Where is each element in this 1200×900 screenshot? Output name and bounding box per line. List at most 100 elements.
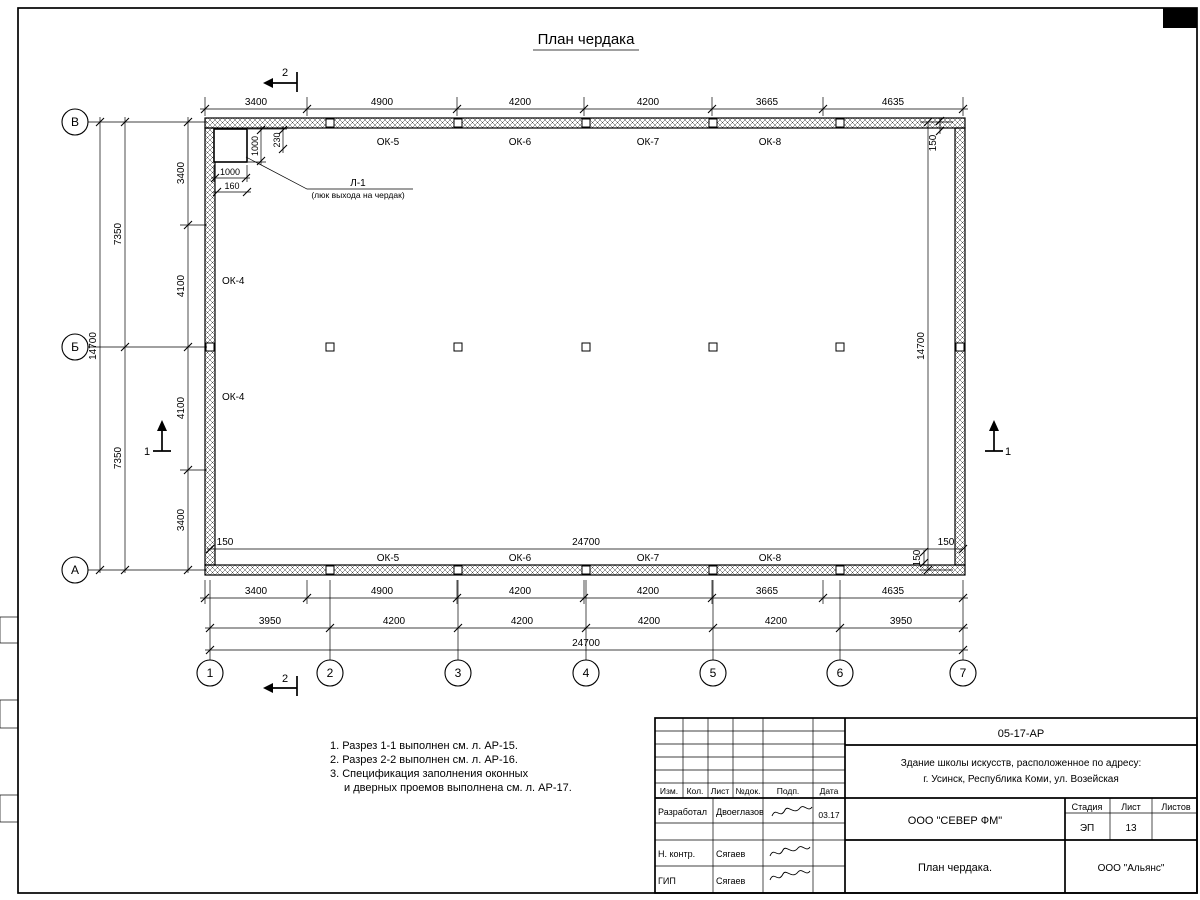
signature bbox=[769, 870, 811, 881]
section-arrow bbox=[263, 683, 273, 693]
binder-mark bbox=[0, 794, 19, 823]
notes: 1. Разрез 1-1 выполнен см. л. АР-15. 2. … bbox=[330, 740, 572, 794]
wall-vents bbox=[205, 118, 965, 575]
axis-label: 5 bbox=[710, 666, 717, 680]
dim-text: 4900 bbox=[371, 97, 394, 108]
tb-stage-label: Стадия bbox=[1072, 802, 1103, 812]
tb-head-list: Лист bbox=[711, 786, 730, 796]
axis-label: 6 bbox=[837, 666, 844, 680]
window-label: ОК-8 bbox=[759, 137, 782, 148]
dim-text: 3665 bbox=[756, 97, 779, 108]
tb-head-podp: Подп. bbox=[777, 786, 800, 796]
dim-text: 14700 bbox=[916, 332, 927, 360]
signature bbox=[769, 846, 811, 857]
roof-hatch-square bbox=[213, 128, 248, 163]
tb-sheet-label: Лист bbox=[1121, 802, 1141, 812]
roof-hatch-ticks bbox=[210, 125, 288, 197]
tb-row-name: Сягаев bbox=[716, 849, 745, 859]
tb-head-izm: Изм. bbox=[660, 786, 678, 796]
window-label: ОК-7 bbox=[637, 137, 660, 148]
window-label: ОК-5 bbox=[377, 553, 400, 564]
tb-sheets-label: Листов bbox=[1161, 802, 1190, 812]
section-label: 2 bbox=[282, 67, 288, 79]
dim-text: 4100 bbox=[176, 396, 187, 419]
note-line: 2. Разрез 2-2 выполнен см. л. АР-16. bbox=[330, 754, 518, 766]
axis-label: 2 bbox=[327, 666, 334, 680]
window-label: ОК-8 bbox=[759, 553, 782, 564]
window-label: ОК-5 bbox=[377, 137, 400, 148]
section-label: 1 bbox=[1005, 446, 1011, 458]
section-mark-2-bottom: 2 bbox=[263, 673, 298, 696]
binder-mark bbox=[0, 699, 19, 729]
titleblock-object-line2: г. Усинск, Республика Коми, ул. Возейска… bbox=[923, 773, 1119, 785]
dimension-texts: 3400 4900 4200 4200 3665 4635 3400 4900 … bbox=[88, 97, 955, 649]
section-arrow bbox=[989, 420, 999, 431]
dim-text: 150 bbox=[928, 134, 939, 151]
tb-row-role: Разработал bbox=[658, 807, 707, 817]
dim-text: 1000 bbox=[250, 136, 260, 156]
section-arrow bbox=[263, 78, 273, 88]
dim-text: 4635 bbox=[882, 586, 905, 597]
dim-text: 150 bbox=[938, 537, 955, 548]
axis-label: Б bbox=[71, 340, 79, 354]
section-mark-1-left: 1 bbox=[144, 420, 171, 458]
axis-label: 3 bbox=[455, 666, 462, 680]
axis-label: А bbox=[71, 563, 79, 577]
dim-text: 4200 bbox=[509, 586, 532, 597]
dim-text: 3400 bbox=[176, 161, 187, 184]
page-title: План чердака bbox=[538, 31, 635, 48]
roof-hatch-label: Л-1 bbox=[350, 178, 366, 189]
tb-head-kol: Кол. bbox=[687, 786, 704, 796]
dim-text: 1000 bbox=[220, 167, 240, 177]
dim-text: 24700 bbox=[572, 537, 600, 548]
tb-row-name: Сягаев bbox=[716, 876, 745, 886]
tb-stage-value: ЭП bbox=[1080, 823, 1094, 834]
dim-text: 24700 bbox=[572, 638, 600, 649]
dim-text: 4200 bbox=[638, 616, 661, 627]
frame-corner-box bbox=[1163, 8, 1197, 28]
dim-text: 3950 bbox=[259, 616, 282, 627]
dim-text: 160 bbox=[224, 181, 239, 191]
dim-text: 3400 bbox=[245, 586, 268, 597]
dim-text: 4200 bbox=[637, 97, 660, 108]
axis-markers-bottom: 1 2 3 4 5 6 7 bbox=[196, 659, 977, 687]
tb-head-data: Дата bbox=[820, 786, 839, 796]
dim-text: 4900 bbox=[371, 586, 394, 597]
tb-row-role: ГИП bbox=[658, 876, 676, 886]
dim-text: 4200 bbox=[637, 586, 660, 597]
window-label: ОК-6 bbox=[509, 137, 532, 148]
roof-hatch-desc: (люк выхода на чердак) bbox=[311, 190, 404, 200]
extension-lines bbox=[88, 97, 964, 660]
tb-row-role: Н. контр. bbox=[658, 849, 695, 859]
dim-text: 7350 bbox=[113, 446, 124, 469]
dim-text: 4200 bbox=[383, 616, 406, 627]
titleblock: 05-17-АР Здание школы искусств, располож… bbox=[654, 717, 1198, 894]
roof-hatch: 1000 230 1000 160 Л-1 (люк выхода на чер… bbox=[210, 125, 413, 200]
section-mark-2-top: 2 bbox=[263, 67, 298, 92]
binder-mark bbox=[0, 616, 19, 644]
dim-text: 230 bbox=[272, 132, 282, 147]
signature bbox=[771, 806, 813, 817]
axis-label: 7 bbox=[960, 666, 967, 680]
section-arrow bbox=[157, 420, 167, 431]
window-label: ОК-4 bbox=[222, 276, 245, 287]
dim-text: 4200 bbox=[511, 616, 534, 627]
dim-text: 4200 bbox=[765, 616, 788, 627]
dim-text: 3400 bbox=[245, 97, 268, 108]
window-label: ОК-4 bbox=[222, 392, 245, 403]
titleblock-doc-code: 05-17-АР bbox=[998, 728, 1044, 740]
window-label: ОК-7 bbox=[637, 553, 660, 564]
tb-row-name: Двоеглазов bbox=[716, 807, 764, 817]
dim-text: 3400 bbox=[176, 508, 187, 531]
section-mark-1-right: 1 bbox=[985, 420, 1011, 458]
window-labels: ОК-5 ОК-6 ОК-7 ОК-8 ОК-5 ОК-6 ОК-7 ОК-8 … bbox=[222, 137, 782, 564]
dim-text: 7350 bbox=[113, 222, 124, 245]
dim-text: 4200 bbox=[509, 97, 532, 108]
tb-sheet-value: 13 bbox=[1125, 823, 1137, 834]
tb-head-ndoc: №док. bbox=[736, 786, 761, 796]
dim-text: 4635 bbox=[882, 97, 905, 108]
dim-text: 150 bbox=[912, 549, 923, 566]
section-label: 2 bbox=[282, 673, 288, 685]
